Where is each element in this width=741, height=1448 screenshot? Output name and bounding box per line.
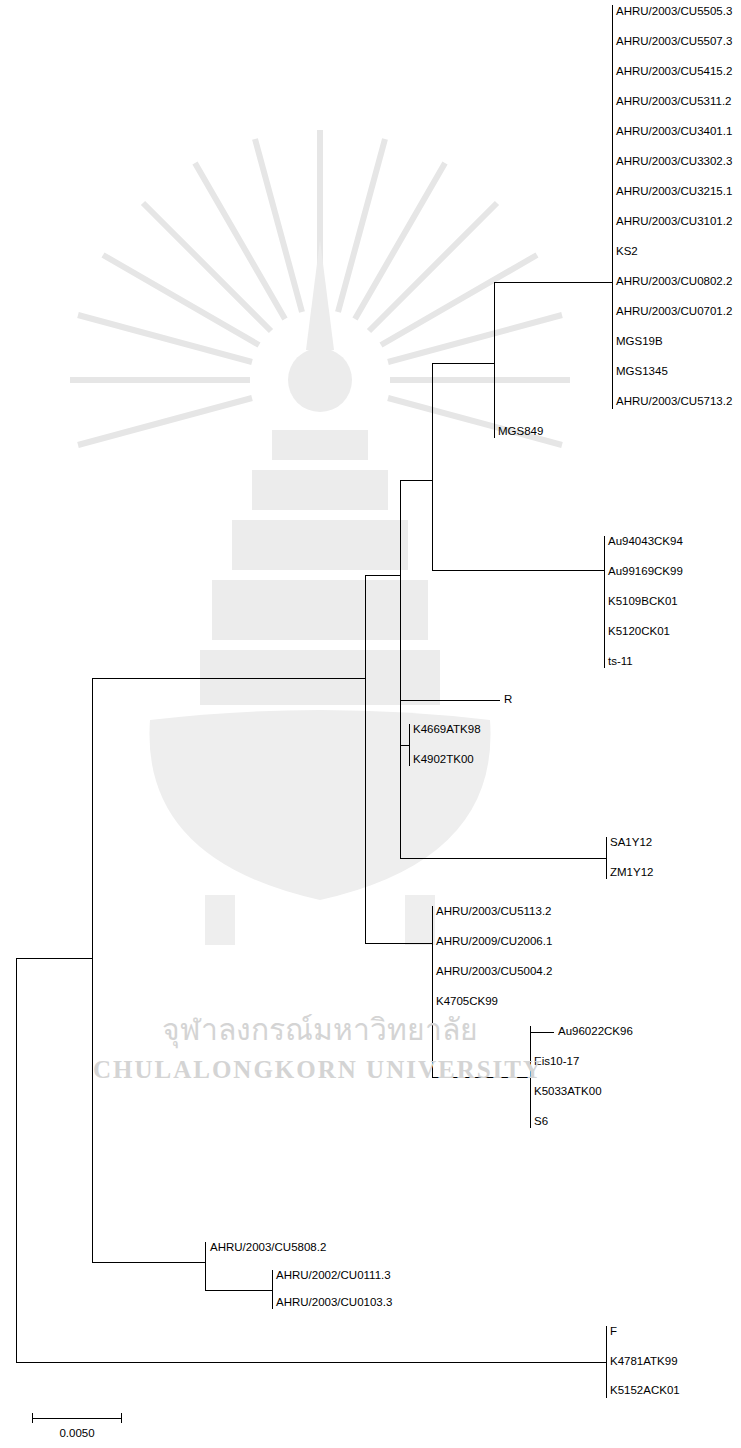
emblem-spire [306,240,334,350]
emblem-tier [212,580,428,640]
taxon-label: K4705CK99 [436,995,498,1009]
taxon-label: K5152ACK01 [610,1384,680,1398]
taxon-label: K5120CK01 [608,625,670,639]
taxon-label: AHRU/2003/CU3215.1 [616,185,732,199]
taxon-label: AHRU/2003/CU5311.2 [616,95,732,109]
watermark-text: จุฬาลงกรณ์มหาวิทยาลัย [162,1012,478,1048]
taxon-label: AHRU/2003/CU5713.2 [616,395,732,409]
taxon-label: AHRU/2003/CU5808.2 [210,1241,326,1255]
taxon-label: AHRU/2009/CU2006.1 [436,935,552,949]
emblem-leg [205,895,235,945]
taxon-label: KS2 [616,245,638,259]
taxon-label: AHRU/2003/CU5415.2 [616,65,732,79]
taxon-label: F [610,1325,617,1339]
taxon-label: MGS19B [616,335,663,349]
taxon-label: ZM1Y12 [610,866,653,880]
watermark-text: CHULALONGKORN UNIVERSITY [93,1055,543,1085]
taxon-label: AHRU/2003/CU5507.3 [616,35,732,49]
taxon-label: AHRU/2002/CU0111.3 [276,1269,391,1283]
taxon-label: ts-11 [608,655,633,669]
scale-bar [32,1413,121,1423]
taxon-label: MGS1345 [616,365,668,379]
taxon-label: SA1Y12 [610,836,652,850]
tree-branches [16,5,612,1398]
taxon-label: K4669ATK98 [413,723,481,737]
taxon-label: S6 [534,1115,548,1129]
taxon-label: AHRU/2003/CU0701.2 [616,305,732,319]
emblem-rays [70,130,570,445]
emblem-tier [272,430,368,460]
emblem-disc [288,348,352,412]
taxon-label: AHRU/2003/CU3401.1 [616,125,732,139]
scale-value: 0.0050 [59,1427,94,1441]
taxon-label: Au99169CK99 [608,565,683,579]
taxon-label: MGS849 [498,425,543,439]
taxon-label: K5033ATK00 [534,1085,602,1099]
watermark-emblem [70,130,570,945]
emblem-leg [405,895,435,945]
taxon-label: R [504,693,512,707]
taxon-label: AHRU/2003/CU0802.2 [616,275,732,289]
taxon-label: AHRU/2003/CU5505.3 [616,5,732,19]
taxon-label: AHRU/2003/CU3302.3 [616,155,732,169]
taxon-label: AHRU/2003/CU5004.2 [436,965,552,979]
taxon-label: Au96022CK96 [558,1025,633,1039]
emblem-tier [232,520,408,570]
taxon-label: K5109BCK01 [608,595,678,609]
taxon-label: Au94043CK94 [608,535,683,549]
taxon-label: AHRU/2003/CU0103.3 [276,1296,392,1310]
taxon-label: AHRU/2003/CU5113.2 [436,905,552,919]
taxon-label: AHRU/2003/CU3101.2 [616,215,732,229]
emblem-bowl [149,710,490,900]
emblem-tier [252,470,388,510]
taxon-label: K4902TK00 [413,753,474,767]
taxon-label: K4781ATK99 [610,1355,678,1369]
